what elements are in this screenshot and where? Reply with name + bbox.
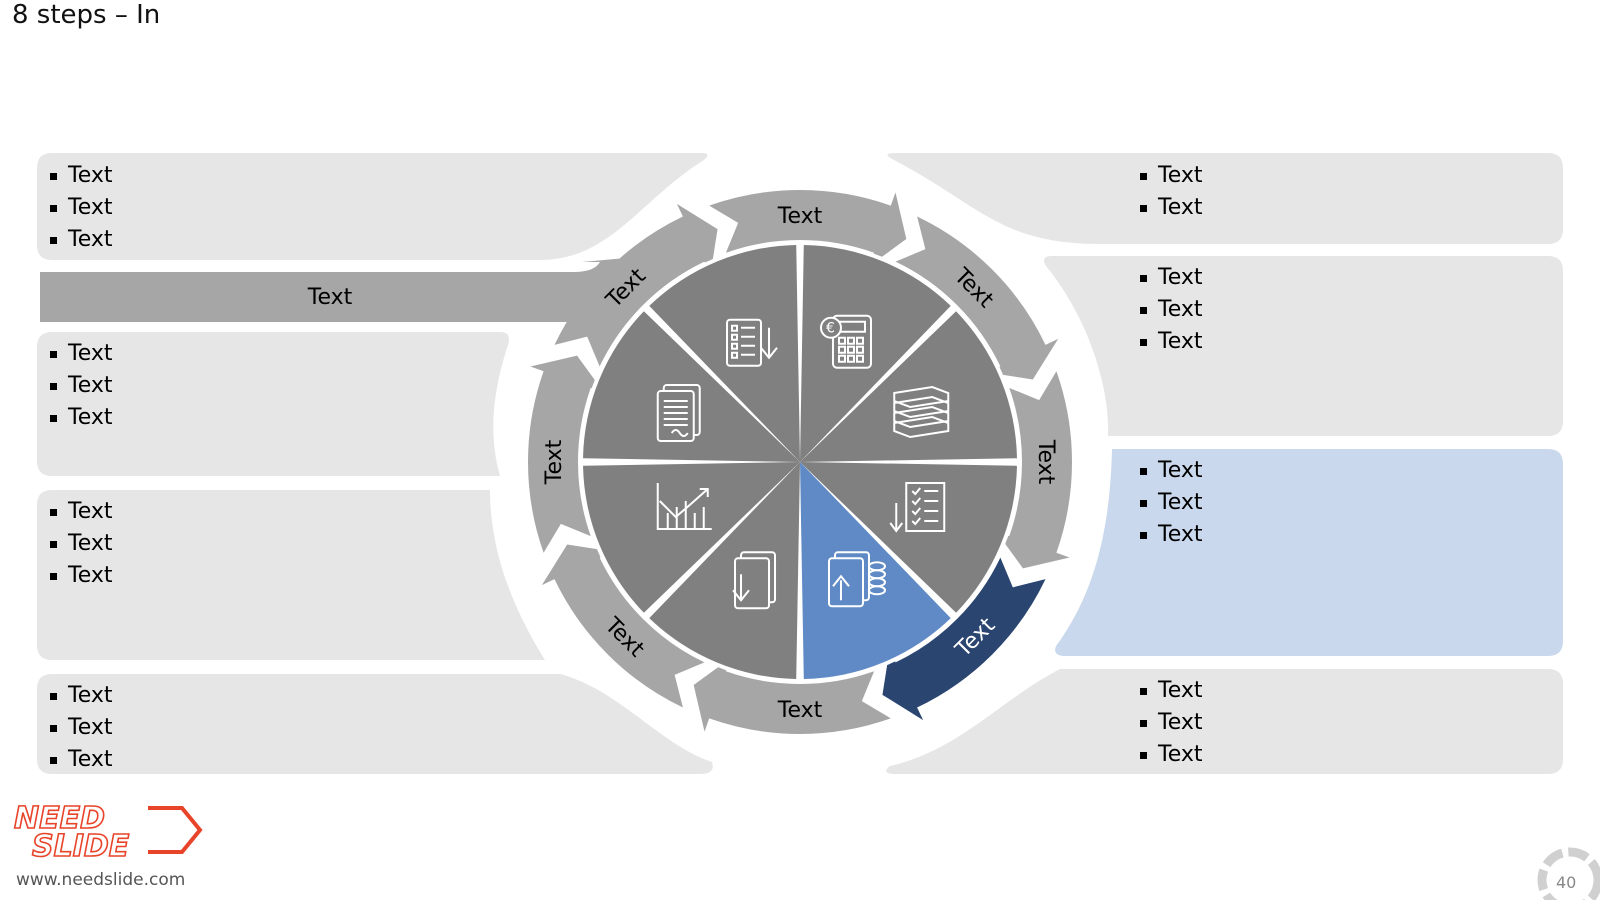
list-item: Text <box>48 744 113 776</box>
list-item: Text <box>48 224 113 256</box>
list-item: Text <box>48 160 113 192</box>
list-item: Text <box>1138 326 1203 358</box>
input-bar-label: Text <box>307 285 353 310</box>
list-item: Text <box>1138 160 1203 192</box>
list-item: Text <box>1138 192 1203 224</box>
svg-text:NEED: NEED <box>14 801 105 836</box>
panel-left-3 <box>37 490 545 660</box>
files-download-icon <box>732 551 777 610</box>
page-number: 40 <box>1556 873 1577 892</box>
list-item: Text <box>48 338 113 370</box>
panel-right-3[interactable] <box>1055 449 1563 656</box>
pie-segment-6 <box>583 462 800 613</box>
panel-right-1-list: Text Text <box>1138 160 1203 224</box>
ring-label-7: Text <box>542 439 567 485</box>
panel-left-3-list: Text Text Text <box>48 496 113 592</box>
ring-arrow-3 <box>996 371 1072 569</box>
ring-arrow-4 <box>882 557 1046 721</box>
panel-right-2 <box>1044 256 1563 436</box>
ring-arrow-5 <box>693 658 891 734</box>
panel-right-4 <box>886 669 1563 774</box>
svg-text:SLIDE: SLIDE <box>32 829 130 864</box>
pie-segment-1 <box>800 245 951 462</box>
ring-label-1: Text <box>777 204 823 229</box>
panel-right-3-list: Text Text Text <box>1138 455 1203 551</box>
list-item: Text <box>48 402 113 434</box>
calculator-euro-icon: € <box>819 314 872 369</box>
panel-left-4-list: Text Text Text <box>48 680 113 776</box>
list-item: Text <box>48 712 113 744</box>
pie-segment-8 <box>649 245 800 462</box>
website-url[interactable]: www.needslide.com <box>16 870 186 890</box>
pie-segment-3 <box>800 462 1017 613</box>
list-item: Text <box>48 680 113 712</box>
ring-arrow-8 <box>554 203 718 367</box>
contract-documents-icon <box>656 384 701 443</box>
ring-arrow-6 <box>541 544 705 708</box>
ring-arrow-2 <box>895 216 1059 380</box>
ring-arrow-1 <box>709 189 907 266</box>
panel-right-4-list: Text Text Text <box>1138 675 1203 771</box>
list-item: Text <box>48 560 113 592</box>
list-item: Text <box>48 496 113 528</box>
svg-text:€: € <box>826 321 835 337</box>
list-item: Text <box>48 528 113 560</box>
list-item: Text <box>1138 675 1203 707</box>
pie-segment-2 <box>800 311 1017 462</box>
list-item: Text <box>1138 294 1203 326</box>
list-item: Text <box>1138 487 1203 519</box>
documents-upload-coins-icon <box>827 551 886 608</box>
slide-title: 8 steps – In <box>12 0 161 30</box>
list-item: Text <box>1138 707 1203 739</box>
center-pie <box>579 241 1021 683</box>
ring-arrow-7 <box>528 355 604 553</box>
input-arrow-bar <box>40 258 626 322</box>
panel-left-1-list: Text Text Text <box>48 160 113 256</box>
left-panels <box>37 153 713 774</box>
checklist-download-icon <box>889 481 946 533</box>
ring-label-3: Text <box>1033 439 1058 485</box>
ring-label-5: Text <box>777 698 823 723</box>
right-panels <box>886 153 1563 774</box>
list-item: Text <box>48 192 113 224</box>
list-item: Text <box>48 370 113 402</box>
pie-segment-5 <box>649 462 800 679</box>
pie-segment-7 <box>583 311 800 462</box>
panel-left-4 <box>37 674 713 774</box>
panel-left-1 <box>37 153 708 260</box>
segment-icons: € <box>656 314 950 610</box>
list-item: Text <box>1138 739 1203 771</box>
panel-right-1 <box>887 153 1563 244</box>
panel-left-2-list: Text Text Text <box>48 338 113 434</box>
list-item: Text <box>1138 455 1203 487</box>
checklist-export-icon <box>726 318 778 367</box>
chart-analysis-icon <box>656 482 712 530</box>
list-item: Text <box>1138 262 1203 294</box>
books-icon <box>893 385 950 439</box>
panel-right-2-list: Text Text Text <box>1138 262 1203 358</box>
panel-left-2 <box>37 332 509 476</box>
needslide-logo: NEED SLIDE <box>13 800 203 865</box>
corner-cycle-icon <box>1537 847 1600 900</box>
list-item: Text <box>1138 519 1203 551</box>
